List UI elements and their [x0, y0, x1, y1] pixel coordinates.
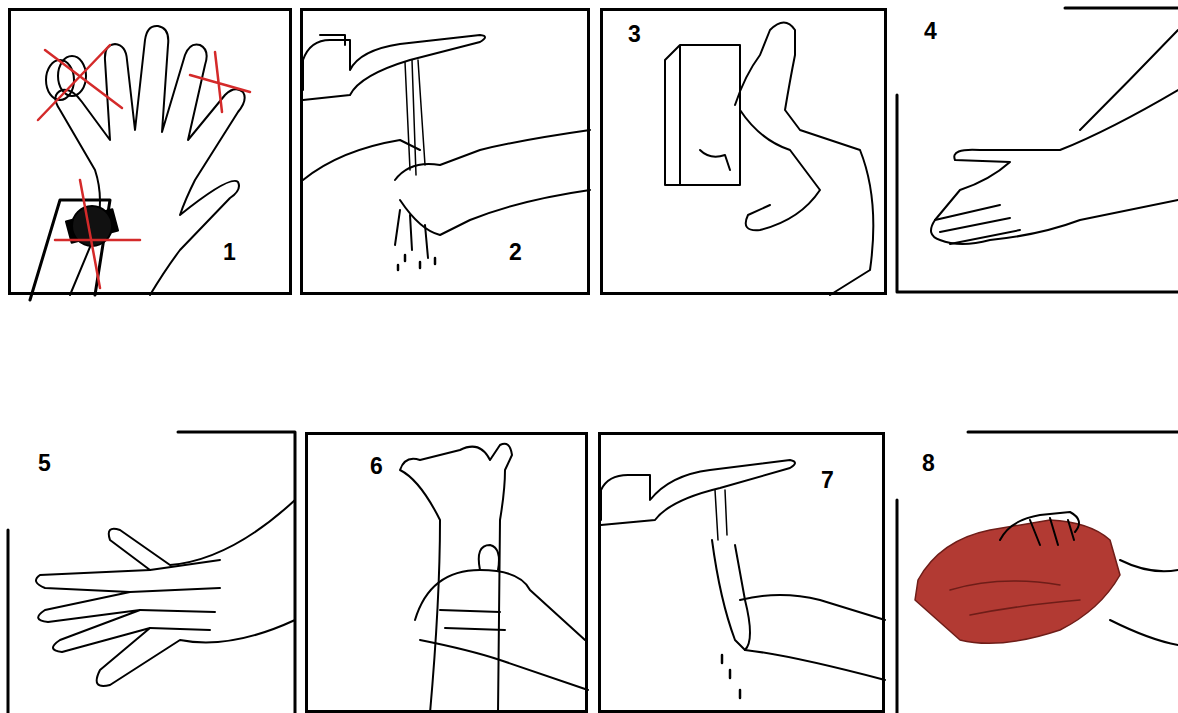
palms-rubbing	[931, 30, 1178, 244]
hand-jewelry	[30, 26, 245, 300]
wrist-washing	[400, 444, 588, 713]
step-panel: 6	[305, 432, 588, 713]
step-panel: 8	[895, 432, 1178, 713]
step-panel: 4	[897, 8, 1178, 295]
callout-number: 1	[223, 241, 236, 264]
callout-number: 2	[509, 241, 522, 264]
callout-number: 7	[821, 469, 834, 492]
step-panel: 1	[8, 8, 292, 295]
rinsing-hands	[601, 460, 885, 698]
towel-drying	[915, 512, 1178, 645]
callout-number: 4	[924, 20, 937, 43]
step-panel: 5	[8, 432, 295, 713]
callout-number: 6	[370, 455, 383, 478]
faucet-hands	[303, 35, 590, 270]
step-panel: 2	[300, 8, 590, 295]
step-panel: 3	[600, 8, 887, 295]
step-panel: 7	[598, 432, 885, 713]
callout-number: 3	[628, 23, 641, 46]
interlaced-fingers	[36, 500, 295, 686]
cross-mark	[38, 45, 250, 288]
panel-border	[8, 8, 1178, 713]
callout-number: 8	[922, 452, 935, 475]
soap-dispenser	[665, 23, 873, 296]
callout-number: 5	[38, 452, 51, 475]
